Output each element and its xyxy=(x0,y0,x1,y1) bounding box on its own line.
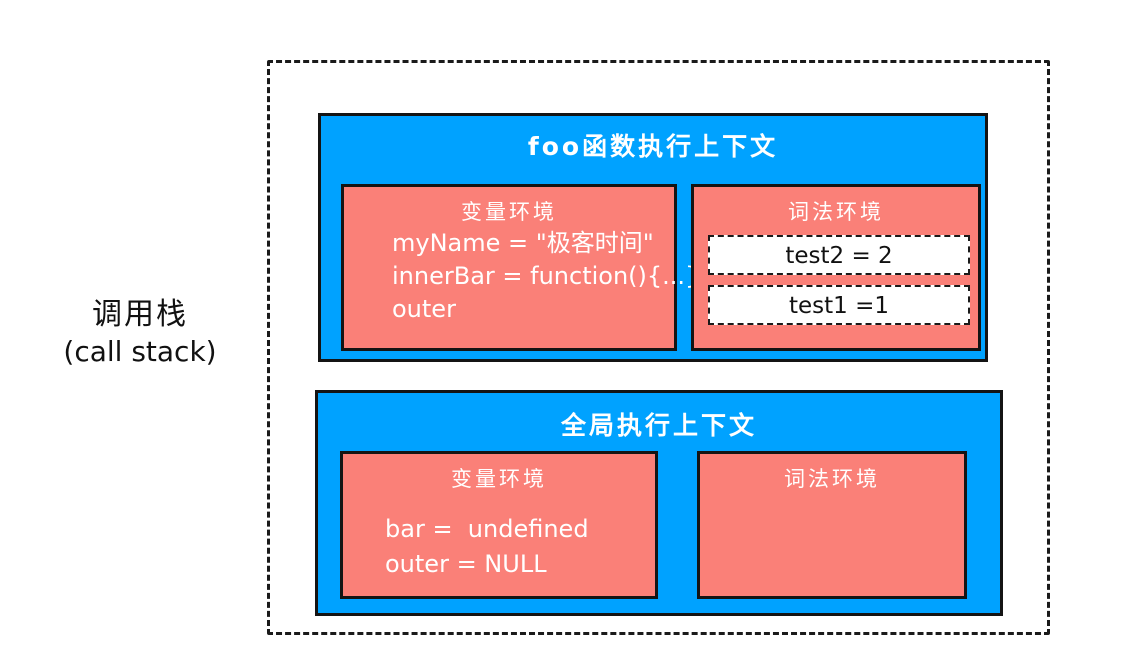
foo-lexical-environment-title: 词法环境 xyxy=(788,200,884,224)
global-lexical-environment: 词法环境 xyxy=(697,451,967,599)
variable-line: outer = NULL xyxy=(385,549,547,578)
variable-line: bar = undefined xyxy=(385,515,589,543)
execution-context-global: 全局执行上下文 变量环境 bar = undefined outer = NUL… xyxy=(315,390,1003,616)
execution-context-foo: foo函数执行上下文 变量环境 myName = "极客时间" innerBar… xyxy=(318,113,988,362)
call-stack-label-english: (call stack) xyxy=(63,335,217,369)
global-variable-environment-title: 变量环境 xyxy=(451,467,547,491)
foo-variable-environment-title: 变量环境 xyxy=(461,200,557,224)
variable-line: innerBar = function(){...} xyxy=(392,262,701,291)
foo-variable-environment-lines: myName = "极客时间" innerBar = function(){..… xyxy=(344,227,701,326)
context-title-foo: foo函数执行上下文 xyxy=(527,132,779,161)
global-variable-environment: 变量环境 bar = undefined outer = NULL xyxy=(340,451,658,599)
context-title-global: 全局执行上下文 xyxy=(560,411,757,440)
variable-line: myName = "极客时间" xyxy=(392,229,654,257)
foo-lexical-environment: 词法环境 test2 = 2 test1 =1 xyxy=(691,184,981,351)
call-stack-frame: foo函数执行上下文 变量环境 myName = "极客时间" innerBar… xyxy=(267,60,1050,635)
call-stack-label: 调用栈 (call stack) xyxy=(20,296,260,370)
binding-slot: test2 = 2 xyxy=(708,235,970,275)
foo-variable-environment: 变量环境 myName = "极客时间" innerBar = function… xyxy=(341,184,701,351)
call-stack-label-chinese: 调用栈 xyxy=(92,297,188,332)
binding-slot: test1 =1 xyxy=(708,285,970,325)
variable-line: outer xyxy=(392,295,456,324)
global-variable-environment-lines: bar = undefined outer = NULL xyxy=(343,512,655,582)
global-lexical-environment-title: 词法环境 xyxy=(784,467,880,491)
